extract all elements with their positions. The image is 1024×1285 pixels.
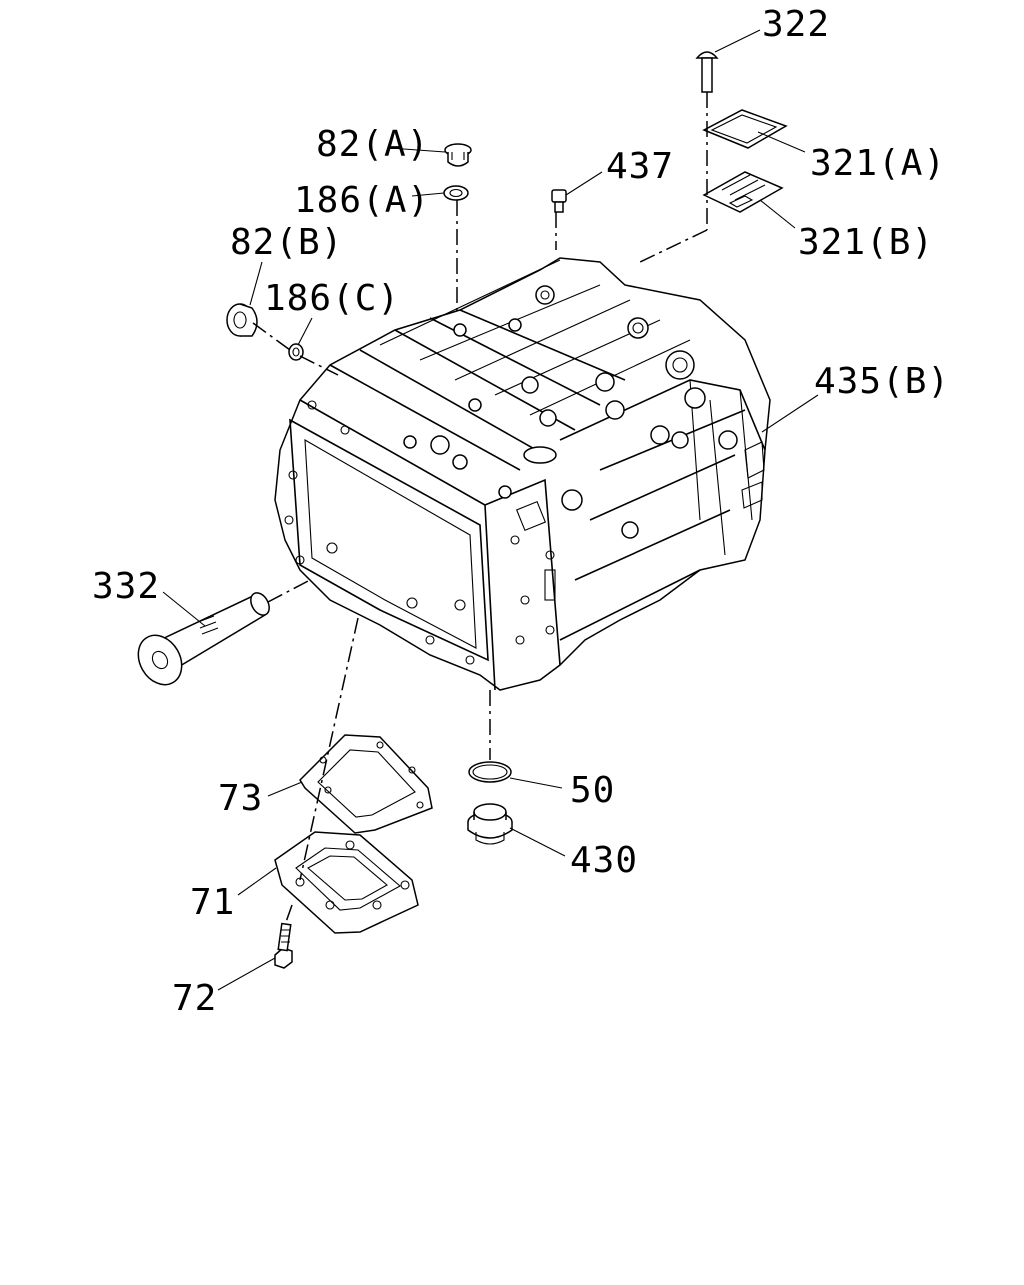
label-321b: 321(B) xyxy=(798,222,934,263)
label-332: 332 xyxy=(92,566,160,607)
plug-430 xyxy=(467,803,513,845)
label-186c: 186(C) xyxy=(264,278,400,319)
label-186a: 186(A) xyxy=(294,180,430,221)
fitting-437 xyxy=(551,189,567,213)
bolt-72 xyxy=(274,922,293,969)
washer-186c xyxy=(288,343,304,361)
plug-82b xyxy=(226,303,258,337)
plug-82a xyxy=(444,143,472,167)
label-71: 71 xyxy=(190,882,235,923)
sleeve-332 xyxy=(137,592,270,686)
label-72: 72 xyxy=(172,978,217,1019)
gasket-321a xyxy=(702,109,788,149)
washer-186a xyxy=(443,185,469,201)
gasket-73 xyxy=(299,734,433,834)
label-82b: 82(B) xyxy=(230,222,343,263)
cover-71 xyxy=(274,831,419,934)
label-435b: 435(B) xyxy=(814,361,950,402)
bolt-322 xyxy=(695,51,719,93)
plate-321b xyxy=(702,171,784,213)
label-437: 437 xyxy=(606,146,674,187)
assembly-lines xyxy=(252,92,708,923)
label-73: 73 xyxy=(218,778,263,819)
label-430: 430 xyxy=(570,840,638,881)
label-50: 50 xyxy=(570,770,615,811)
label-321a: 321(A) xyxy=(810,143,946,184)
transmission-case xyxy=(274,257,771,691)
callout-labels: 322 321(A) 321(B) 82(A) 186(A) 437 82(B)… xyxy=(92,4,950,1019)
oring-50 xyxy=(468,761,512,783)
label-322: 322 xyxy=(762,4,830,45)
label-82a: 82(A) xyxy=(316,124,429,165)
leader-lines xyxy=(162,29,819,991)
